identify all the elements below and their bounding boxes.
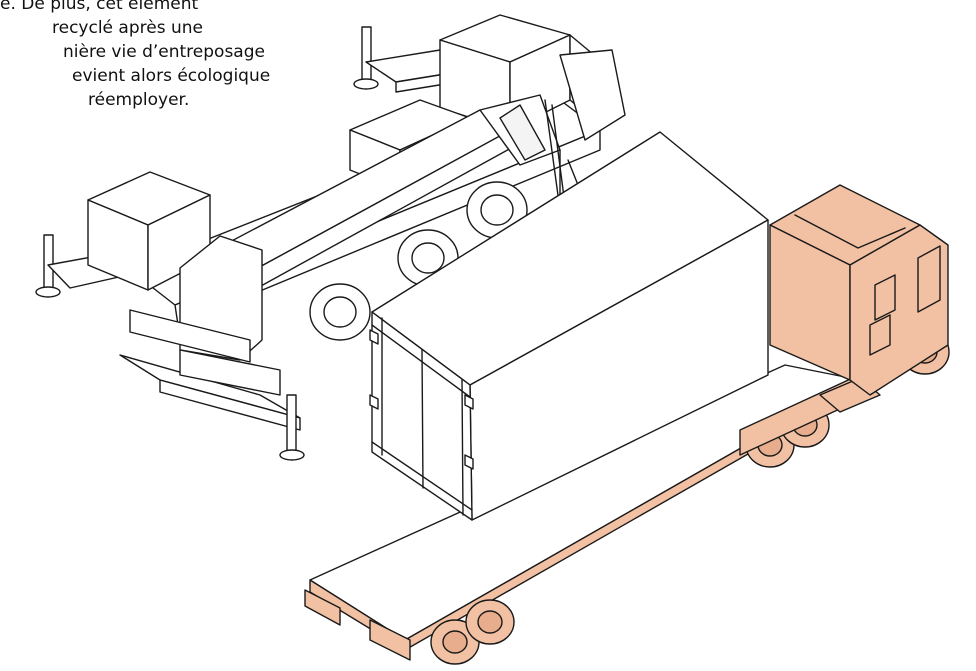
caption-line: réemployer. [88, 90, 190, 110]
shipping-container [369, 131, 769, 521]
crane-wheels [309, 181, 528, 341]
outrigger-bottom [119, 354, 305, 461]
trailer-rear-wheels [430, 599, 515, 665]
flatbed-semi-truck [304, 184, 950, 665]
crane-rear-cab [439, 14, 626, 141]
caption-line: e. De plus, cet élément [0, 0, 199, 14]
tractor-cab [769, 184, 949, 396]
crane-front-cab [87, 171, 281, 396]
caption-line: nière vie d’entreposage [63, 42, 265, 62]
crane-truck [35, 14, 626, 461]
caption-text: e. De plus, cet élément recyclé après un… [0, 0, 300, 112]
caption-line: evient alors écologique [72, 66, 271, 86]
caption-line: recyclé après une [52, 18, 203, 38]
crane-boom [204, 94, 583, 293]
